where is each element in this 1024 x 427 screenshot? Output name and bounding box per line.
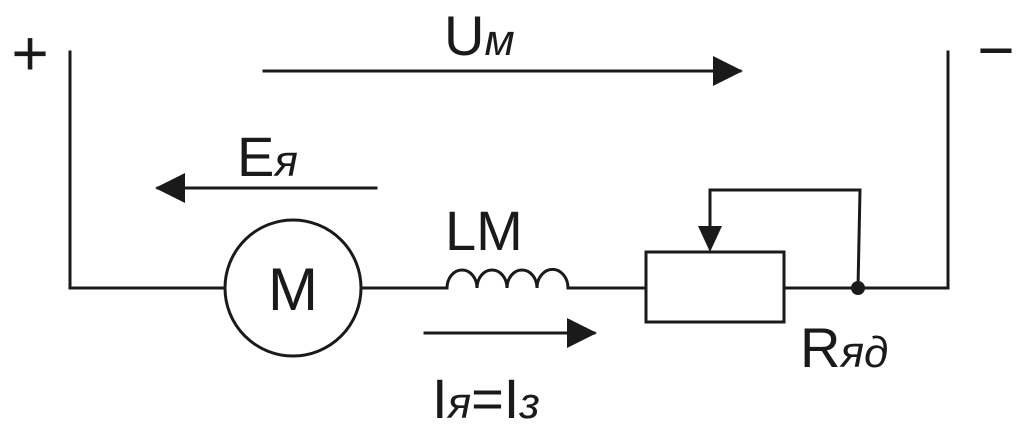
minus-terminal: −	[977, 14, 1014, 86]
motor-circle-icon: M	[223, 218, 363, 358]
plus-terminal: +	[11, 17, 48, 89]
motor-letter: M	[268, 256, 318, 323]
right-wire	[782, 50, 950, 290]
inductor-coil-icon	[445, 267, 570, 290]
junction-dot	[851, 281, 865, 295]
current-label: Iя=Iз	[432, 367, 540, 427]
left-wire	[68, 50, 227, 290]
plus-sign: +	[11, 17, 48, 89]
emf-label: Eя	[237, 125, 298, 188]
minus-sign: −	[977, 14, 1014, 86]
voltage-label: Uм	[444, 4, 515, 67]
variable-resistor-icon	[644, 188, 865, 324]
resistor-label: Rяд	[800, 316, 888, 379]
inductor-label: LM	[445, 199, 523, 262]
